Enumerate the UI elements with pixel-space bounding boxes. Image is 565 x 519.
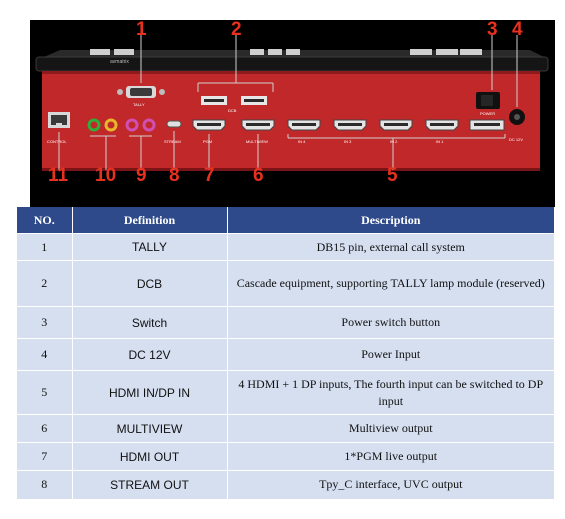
- table-row: 7 HDMI OUT 1*PGM live output: [17, 442, 554, 471]
- row-description: Power switch button: [227, 306, 554, 339]
- label-in3: IN 3: [344, 139, 352, 144]
- brand-text: avmatrix: [110, 59, 129, 65]
- table-row: 5 HDMI IN/DP IN 4 HDMI + 1 DP inputs, Th…: [17, 370, 554, 415]
- table-row: 8 STREAM OUT Tpy_C interface, UVC output: [17, 470, 554, 499]
- header-definition: Definition: [72, 207, 228, 234]
- callout-1: 1: [136, 20, 147, 40]
- control-port: [48, 112, 70, 128]
- row-description: 4 HDMI + 1 DP inputs, The fourth input c…: [227, 370, 554, 415]
- callout-7: 7: [204, 165, 215, 186]
- callout-3: 3: [487, 20, 498, 40]
- row-no: 6: [17, 414, 73, 443]
- spec-table-container: NO. Definition Description 1 TALLY DB15 …: [17, 207, 554, 499]
- table-row: 4 DC 12V Power Input: [17, 338, 554, 371]
- row-definition: STREAM OUT: [72, 470, 228, 499]
- table-row: 3 Switch Power switch button: [17, 306, 554, 339]
- label-stream: STREAM: [164, 139, 181, 144]
- row-description: Power Input: [227, 338, 554, 371]
- row-definition: MULTIVIEW: [72, 414, 228, 443]
- label-in4: IN 4: [298, 139, 306, 144]
- label-in1: IN 1: [436, 139, 444, 144]
- table-row: 2 DCB Cascade equipment, supporting TALL…: [17, 260, 554, 307]
- row-definition: DC 12V: [72, 338, 228, 371]
- tally-port: [117, 86, 165, 98]
- callout-5: 5: [387, 165, 398, 186]
- row-description: Cascade equipment, supporting TALLY lamp…: [227, 260, 554, 307]
- callout-2: 2: [231, 20, 242, 40]
- row-definition: DCB: [72, 260, 228, 307]
- label-power: POWER: [480, 111, 496, 116]
- table-row: 6 MULTIVIEW Multiview output: [17, 414, 554, 443]
- header-description: Description: [227, 207, 554, 234]
- label-multiview: MULTIVIEW: [246, 139, 268, 144]
- row-description: 1*PGM live output: [227, 442, 554, 471]
- row-description: DB15 pin, external call system: [227, 233, 554, 261]
- dcb-ports: [201, 96, 267, 105]
- row-definition: TALLY: [72, 233, 228, 261]
- callout-10: 10: [95, 165, 117, 186]
- row-no: 1: [17, 233, 73, 261]
- table-header-row: NO. Definition Description: [17, 207, 554, 234]
- row-no: 2: [17, 260, 73, 307]
- row-definition: HDMI OUT: [72, 442, 228, 471]
- callout-4: 4: [512, 20, 523, 40]
- label-control: CONTROL: [47, 139, 67, 144]
- row-no: 8: [17, 470, 73, 499]
- label-pgm: PGM: [203, 139, 213, 144]
- power-switch: [476, 92, 500, 109]
- row-no: 4: [17, 338, 73, 371]
- label-tally: TALLY: [133, 102, 145, 107]
- dc-jack: [509, 109, 525, 125]
- label-in2: IN 2: [390, 139, 398, 144]
- spec-table: NO. Definition Description 1 TALLY DB15 …: [17, 207, 554, 499]
- row-definition: Switch: [72, 306, 228, 339]
- callout-9: 9: [136, 165, 147, 186]
- callout-11: 11: [48, 165, 69, 186]
- callout-6: 6: [253, 165, 264, 186]
- row-no: 7: [17, 442, 73, 471]
- label-dcb: DCB: [228, 108, 237, 113]
- row-definition: HDMI IN/DP IN: [72, 370, 228, 415]
- row-description: Tpy_C interface, UVC output: [227, 470, 554, 499]
- label-dc: DC 12V: [509, 137, 524, 142]
- audio-jacks: [87, 118, 156, 132]
- row-description: Multiview output: [227, 414, 554, 443]
- device-rear-panel-photo: avmatrix TALLY DCB POWER DC 12V CONTROL …: [30, 20, 555, 207]
- callout-8: 8: [169, 165, 180, 186]
- device-illustration: [35, 35, 549, 171]
- header-no: NO.: [17, 207, 73, 234]
- table-row: 1 TALLY DB15 pin, external call system: [17, 233, 554, 261]
- stream-port: [166, 120, 182, 128]
- row-no: 5: [17, 370, 73, 415]
- row-no: 3: [17, 306, 73, 339]
